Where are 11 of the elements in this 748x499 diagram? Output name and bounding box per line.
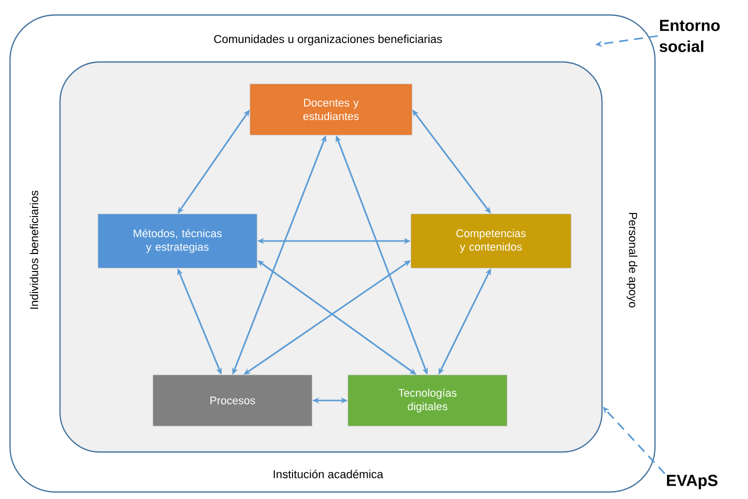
side-label: EVApS [667,474,718,490]
process-box: Métodos, técnicas y estrategias [98,214,258,268]
process-box: Competencias y contenidos [410,214,572,268]
region-label: Comunidades u organizaciones beneficiarias [214,34,442,46]
region-label: Institución académica [274,470,384,478]
region-label: Individuos beneficiarios [30,190,38,309]
process-box: Procesos [152,374,312,426]
process-box: Tecnologías digitales [348,374,508,426]
process-box: Docentes y estudiantes [250,84,412,136]
region-label: Personal de apoyo [626,213,638,308]
side-label: Entorno social [660,20,720,52]
